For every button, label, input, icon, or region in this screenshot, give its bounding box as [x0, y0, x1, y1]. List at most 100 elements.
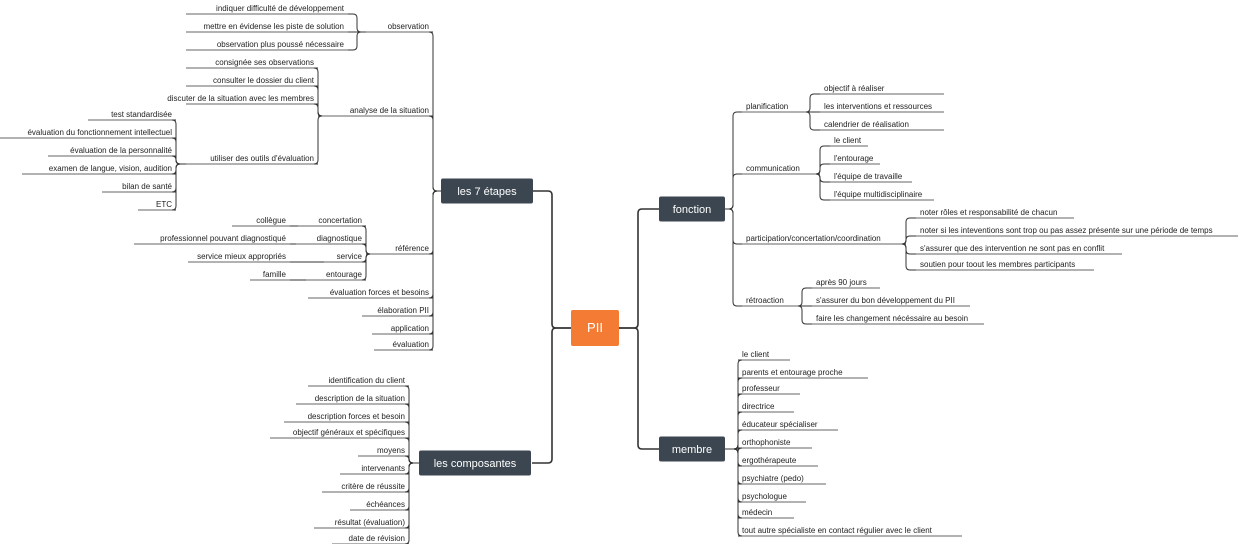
- analyse-item[interactable]: consignée ses observations: [186, 58, 318, 69]
- membre-item-label: psychologue: [742, 492, 787, 501]
- root-to-fonction: [619, 208, 660, 329]
- outils-item[interactable]: examen de langue, vision, audition: [22, 164, 176, 175]
- connector: [901, 243, 916, 271]
- topic-outils[interactable]: utiliser des outils d'évaluation: [186, 154, 318, 165]
- outils-item[interactable]: test standardisée: [88, 110, 176, 121]
- communication-item[interactable]: l'équipe multidisciplinaire: [830, 190, 934, 201]
- participation-item[interactable]: s'assurer que des intervention ne sont p…: [916, 244, 1122, 255]
- membre-item[interactable]: psychiatre (pedo): [738, 474, 826, 485]
- topic-analyse[interactable]: analyse de la situation: [318, 106, 433, 117]
- retroaction-item-label: faire les changement nécéssaire au besoi…: [816, 314, 968, 323]
- branch-etapes[interactable]: les 7 étapes: [441, 178, 533, 204]
- root-node[interactable]: PII: [571, 310, 619, 346]
- communication-item[interactable]: l'entourage: [830, 154, 880, 165]
- root-to-membre: [619, 327, 660, 450]
- membre-item[interactable]: éducateur spécialiser: [738, 420, 838, 431]
- membre-item-label: ergothérapeute: [742, 456, 797, 465]
- etapes-item-label: évaluation: [393, 340, 429, 349]
- composantes-item[interactable]: intervenants: [340, 464, 409, 475]
- composantes-item[interactable]: description de la situation: [296, 394, 409, 405]
- topic-planification[interactable]: planification: [742, 102, 810, 113]
- reference-subitem-label: famille: [263, 270, 287, 279]
- topic-observation[interactable]: observation: [366, 22, 433, 33]
- topic-retroaction[interactable]: rétroaction: [742, 296, 802, 307]
- reference-item[interactable]: diagnostique: [296, 234, 366, 245]
- reference-subitem-label: service mieux appropriés: [197, 252, 286, 261]
- composantes-item[interactable]: description forces et besoin: [284, 412, 409, 423]
- retroaction-item[interactable]: après 90 jours: [812, 278, 880, 289]
- participation-item[interactable]: noter si les inteventions sont trop ou p…: [916, 226, 1238, 237]
- membre-item[interactable]: orthophoniste: [738, 438, 812, 449]
- membre-item[interactable]: psychologue: [738, 492, 806, 503]
- participation-item[interactable]: soutien pour toout les membres participa…: [916, 260, 1094, 271]
- outils-item[interactable]: évaluation de la personnalité: [48, 146, 176, 157]
- reference-subitem[interactable]: collègue: [232, 216, 290, 227]
- reference-item-label: diagnostique: [317, 234, 363, 243]
- outils-item[interactable]: ETC: [138, 200, 176, 211]
- etapes-item-label: élaboration PII: [377, 306, 429, 315]
- observation-item-label: indiquer difficulté de développement: [216, 4, 345, 13]
- membre-item[interactable]: le client: [738, 350, 790, 361]
- reference-item[interactable]: concertation: [298, 216, 366, 227]
- composantes-item[interactable]: échéances: [350, 500, 409, 511]
- membre-item-label: parents et entourage proche: [742, 368, 843, 377]
- communication-item-label: l'équipe de travaille: [834, 172, 903, 181]
- reference-subitem[interactable]: professionnel pouvant diagnostiqué: [134, 234, 290, 245]
- participation-item-label: noter rôles et responsabilité de chacun: [920, 208, 1057, 217]
- membre-item[interactable]: professeur: [738, 384, 800, 395]
- connector: [815, 163, 830, 175]
- composantes-item[interactable]: objectif généraux et spécifiques: [270, 428, 409, 439]
- outils-item[interactable]: bilan de santé: [102, 182, 176, 193]
- topic-reference[interactable]: référence: [366, 244, 433, 255]
- membre-item[interactable]: directrice: [738, 402, 794, 413]
- membre-item[interactable]: tout autre spécialiste en contact réguli…: [738, 526, 962, 537]
- membre-item[interactable]: ergothérapeute: [738, 456, 818, 467]
- communication-item-label: le client: [834, 136, 862, 145]
- topic-communication[interactable]: communication: [742, 164, 820, 175]
- etapes-item[interactable]: application: [372, 324, 433, 335]
- observation-item[interactable]: mettre en évidense les piste de solution: [186, 22, 348, 33]
- connector: [404, 462, 419, 511]
- retroaction-item[interactable]: s'assurer du bon développement du PII: [812, 296, 970, 307]
- planification-item[interactable]: calendrier de réalisation: [820, 120, 944, 131]
- composantes-item[interactable]: date de révision: [332, 534, 409, 544]
- branch-fonction[interactable]: fonction: [659, 196, 725, 222]
- root-node-label: PII: [587, 320, 603, 335]
- composantes-item[interactable]: identification du client: [308, 376, 409, 387]
- membre-item-label: professeur: [742, 384, 780, 393]
- reference-item[interactable]: service: [324, 252, 366, 263]
- branch-composantes-label: les composantes: [434, 458, 517, 470]
- composantes-item[interactable]: critère de réussite: [322, 482, 409, 493]
- reference-subitem[interactable]: famille: [250, 270, 290, 281]
- composantes-item[interactable]: résultat (évaluation): [314, 518, 409, 529]
- connector: [724, 429, 743, 450]
- planification-item[interactable]: objectif à réaliser: [820, 84, 944, 95]
- membre-item[interactable]: parents et entourage proche: [738, 368, 868, 379]
- composantes-item[interactable]: moyens: [358, 446, 409, 457]
- etapes-item-label: application: [391, 324, 429, 333]
- reference-subitem[interactable]: service mieux appropriés: [188, 252, 290, 263]
- membre-item[interactable]: médecin: [738, 508, 794, 519]
- analyse-item[interactable]: consulter le dossier du client: [186, 76, 318, 87]
- retroaction-item[interactable]: faire les changement nécéssaire au besoi…: [812, 314, 984, 325]
- membre-item-label: directrice: [742, 402, 775, 411]
- outils-item[interactable]: évaluation du fonctionnement intellectue…: [0, 128, 176, 139]
- etapes-item[interactable]: évaluation: [374, 340, 433, 351]
- composantes-item-label: date de révision: [349, 534, 405, 543]
- reference-item[interactable]: entourage: [306, 270, 366, 281]
- etapes-item[interactable]: élaboration PII: [362, 306, 433, 317]
- observation-item[interactable]: observation plus poussé nécessaire: [186, 40, 348, 51]
- etapes-item[interactable]: évaluation forces et besoins: [308, 288, 433, 299]
- analyse-item[interactable]: discuter de la situation avec les membre…: [167, 94, 318, 105]
- planification-item[interactable]: les interventions et ressources: [820, 102, 944, 113]
- connector: [348, 31, 366, 51]
- participation-item[interactable]: noter rôles et responsabilité de chacun: [916, 208, 1074, 219]
- branch-composantes[interactable]: les composantes: [419, 450, 531, 476]
- communication-item[interactable]: l'équipe de travaille: [830, 172, 912, 183]
- topic-participation[interactable]: participation/concertation/coordination: [742, 234, 906, 245]
- branch-membre[interactable]: membre: [659, 436, 725, 462]
- communication-item[interactable]: le client: [830, 136, 868, 147]
- observation-item[interactable]: indiquer difficulté de développement: [186, 4, 348, 15]
- connector: [724, 393, 743, 450]
